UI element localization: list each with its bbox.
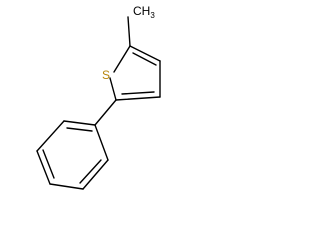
molecule-canvas: S CH3 bbox=[36, 4, 161, 190]
methyl-subscript: 3 bbox=[150, 11, 155, 20]
bond-phenyl bbox=[94, 99, 117, 126]
bond-ph-2-double bbox=[79, 159, 102, 184]
bond-c4-c5 bbox=[115, 96, 161, 101]
methyl-label: CH3 bbox=[133, 4, 155, 20]
sulfur-atom-label: S bbox=[102, 68, 110, 82]
bond-ph-6-double bbox=[66, 127, 93, 132]
bond-ph-3 bbox=[49, 183, 84, 190]
bond-c2-c3-double bbox=[132, 52, 157, 66]
bond-ph-4 bbox=[36, 150, 51, 185]
bond-c4-c5-double bbox=[121, 91, 155, 95]
bond-c2-c3 bbox=[129, 45, 161, 62]
structure-diagram: S CH3 bbox=[36, 4, 161, 190]
methyl-ch-label: CH bbox=[133, 4, 150, 18]
bond-ph-5 bbox=[36, 120, 65, 152]
bond-ph-6 bbox=[63, 120, 96, 126]
bond-ph-4-double bbox=[42, 149, 55, 179]
bond-ph-1 bbox=[94, 124, 109, 161]
bond-s-c2 bbox=[113, 45, 131, 73]
bond-methyl bbox=[127, 16, 131, 47]
bond-c5-s bbox=[109, 77, 117, 101]
bond-ph-2 bbox=[82, 159, 109, 190]
